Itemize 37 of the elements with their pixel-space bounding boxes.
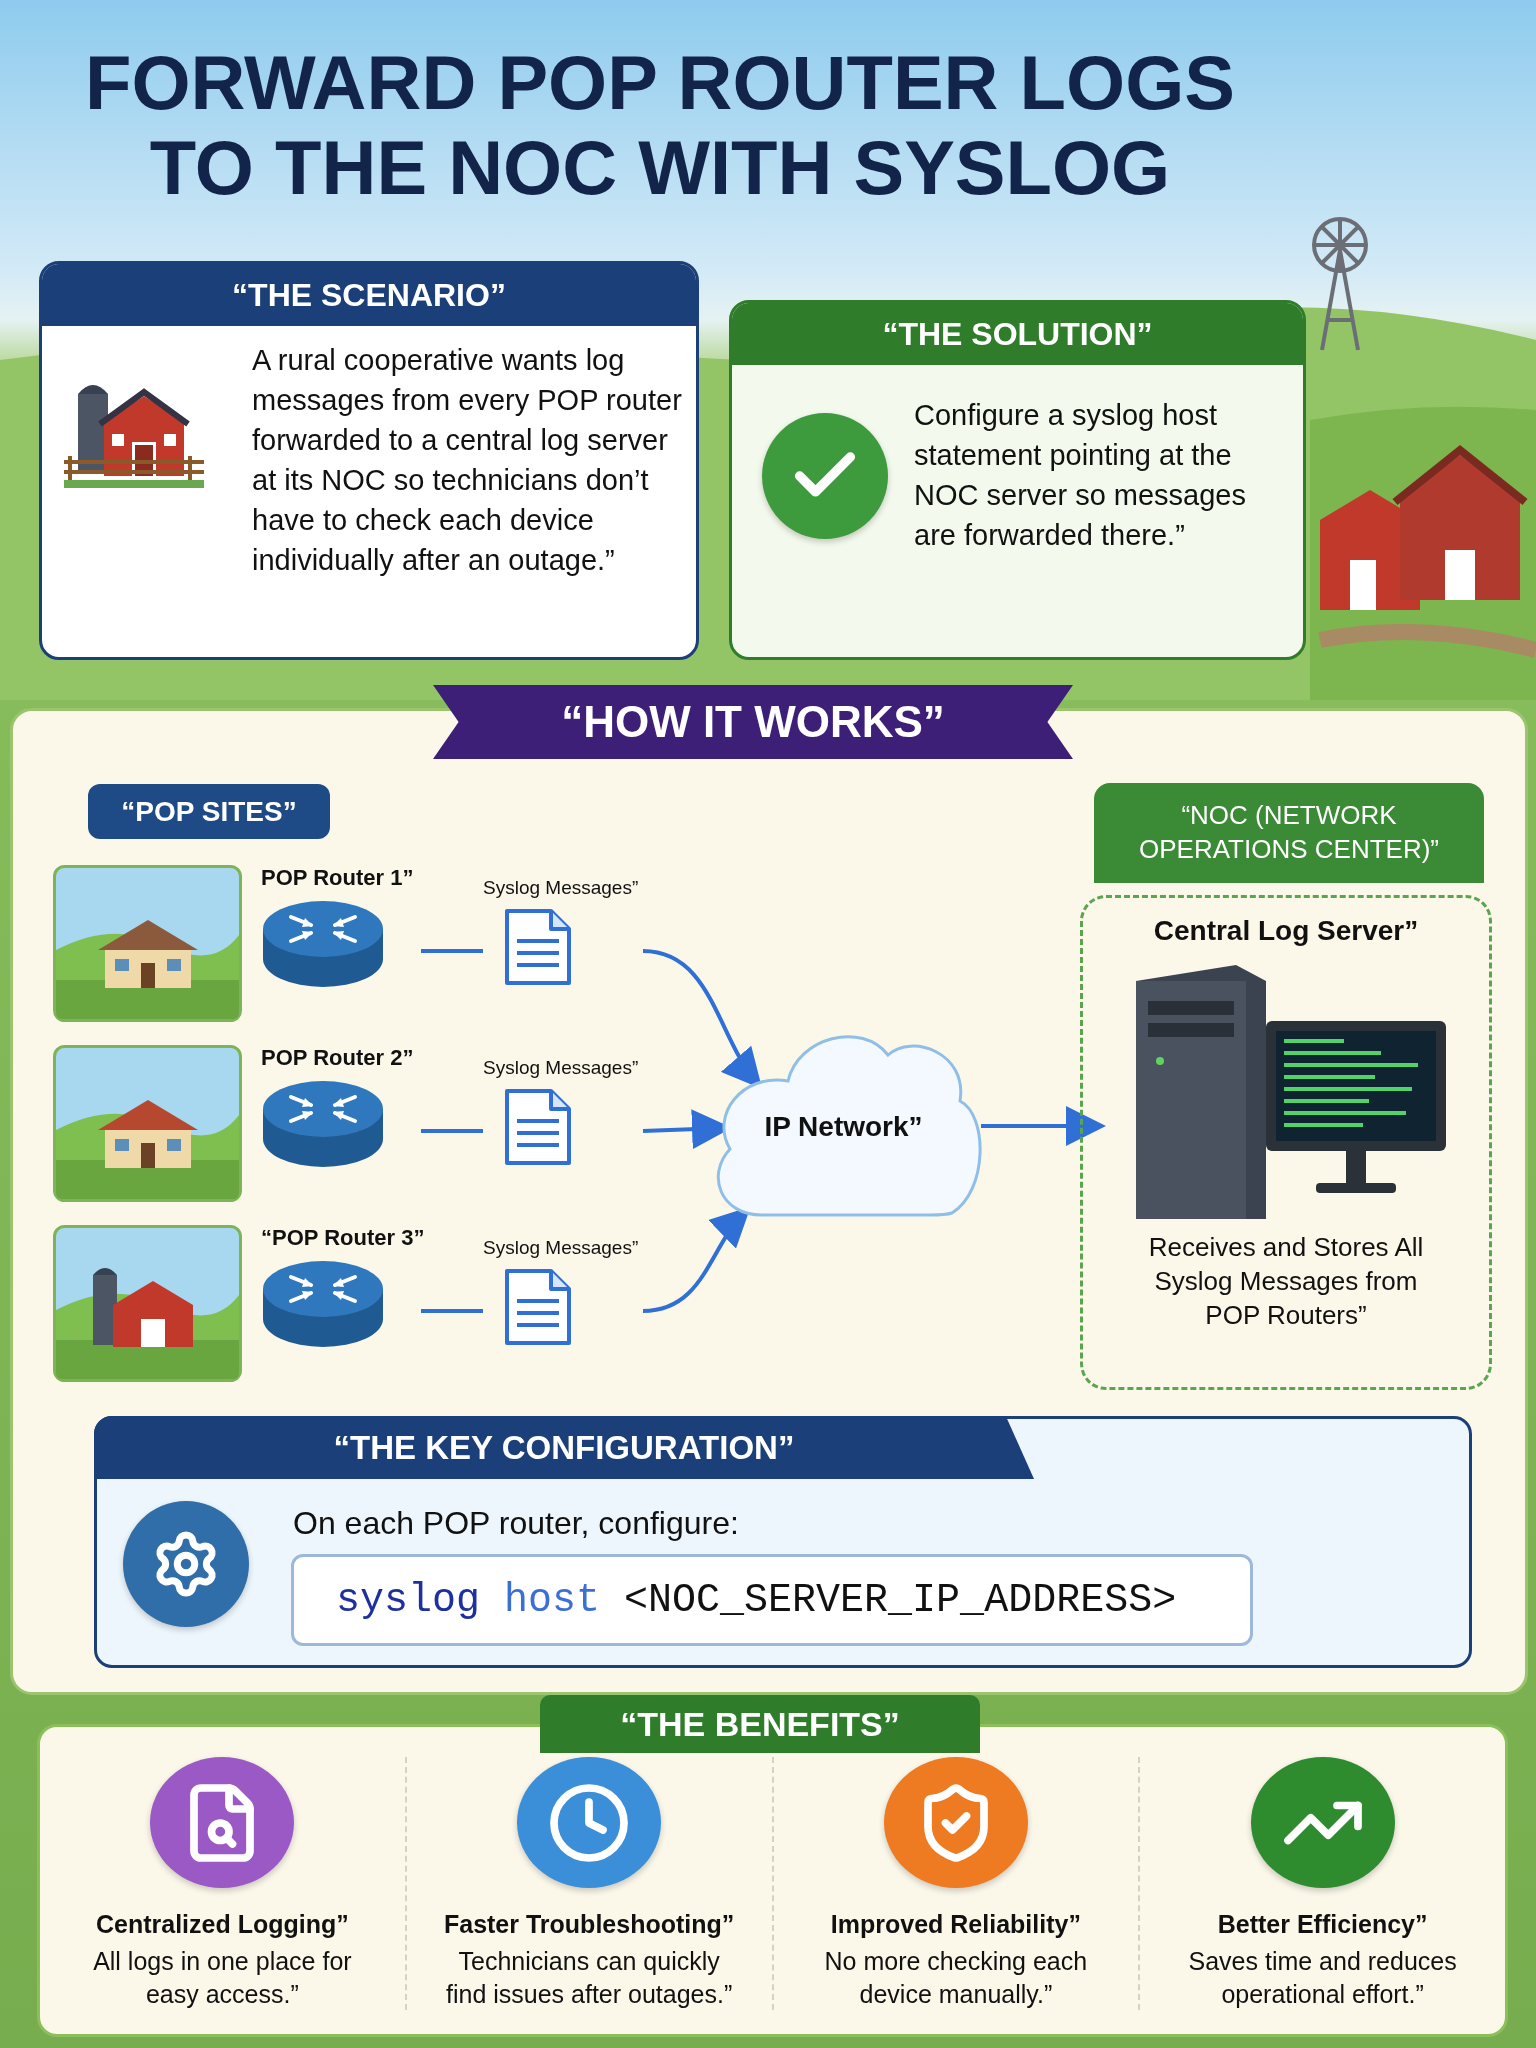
panel-text: Configure a syslog host statement pointing at the NOC server so messages are forwarded there.” [914, 398, 1247, 554]
page-title: FORWARD POP ROUTER LOGS TO THE NOC WITH SYSLOG [84, 40, 1236, 211]
benefit-title: Better Efficiency” [1217, 1910, 1428, 1939]
section-label: “POP SITES” [88, 784, 330, 839]
server-label: Central Log Server” [1152, 915, 1420, 947]
benefit-title: Centralized Logging” [96, 1910, 349, 1939]
benefit-text: No more checking each device manually.” [823, 1946, 1089, 2010]
panel-heading: “THE SOLUTION” [732, 303, 1303, 365]
arrow [981, 1106, 1106, 1146]
connector-line [421, 1309, 483, 1313]
network-label: IP Network” [763, 1111, 924, 1143]
connector-line [421, 949, 483, 953]
ribbon-heading: “HOW IT WORKS” [433, 685, 1073, 759]
code-box [291, 1554, 1253, 1646]
benefit-text: Saves time and reduces operational effort.” [1187, 1946, 1458, 2010]
server-caption: Receives and Stores All Syslog Messages from POP Routers” [1147, 1231, 1425, 1332]
benefit-title: Faster Troubleshooting” [443, 1910, 735, 1939]
benefit-title: Improved Reliability” [830, 1910, 1081, 1939]
code-text: syslog host <NOC_SERVER_IP_ADDRESS> [336, 1577, 1177, 1623]
router-label: POP Router 1” [261, 865, 415, 891]
panel-heading: “THE SCENARIO” [42, 264, 696, 326]
message-label: Syslog Messages” [483, 877, 640, 899]
info-panel [729, 300, 1306, 660]
panel-text: A rural cooperative wants log messages from every POP router forwarded to a central log server at its NOC so technicians don’t have to check each device individually after an outage.” [252, 343, 683, 579]
router-label: “POP Router 3” [261, 1225, 421, 1251]
message-label: Syslog Messages” [483, 1237, 640, 1259]
benefit-text: Technicians can quickly find issues after outages.” [445, 1946, 734, 2010]
message-label: Syslog Messages” [483, 1057, 640, 1079]
panel-heading: “THE BENEFITS” [540, 1695, 980, 1753]
group-heading: “NOC (NETWORK OPERATIONS CENTER)” [1094, 783, 1484, 883]
connector-line [421, 1129, 483, 1133]
info-panel [39, 261, 699, 660]
router-label: POP Router 2” [261, 1045, 415, 1071]
benefit-text: All logs in one place for easy access.” [92, 1946, 353, 2010]
config-panel [94, 1416, 1472, 1668]
panel-heading: “THE KEY CONFIGURATION” [94, 1416, 1034, 1479]
instruction-text: On each POP router, configure: [293, 1505, 739, 1542]
